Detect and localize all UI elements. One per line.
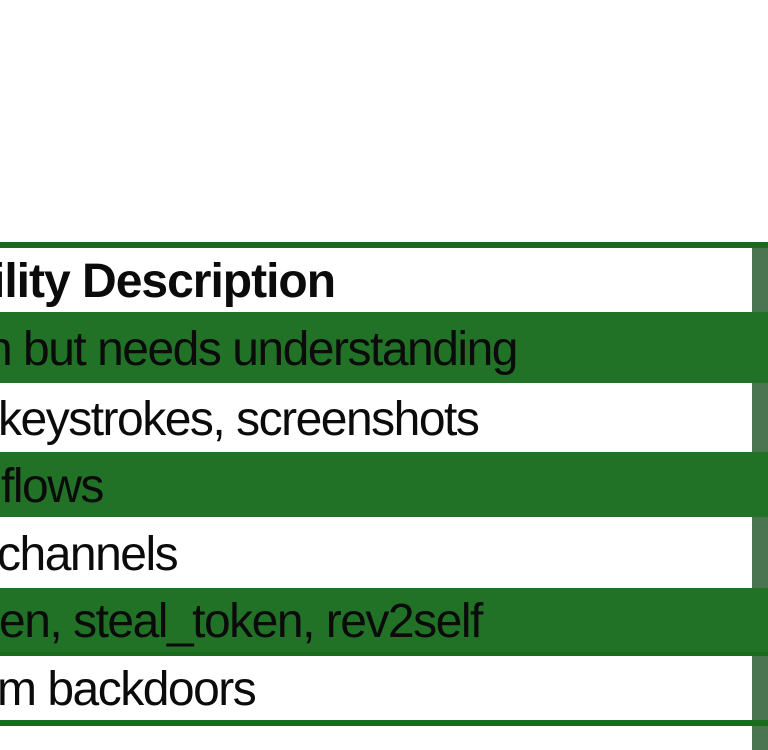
table-header-row: ility Description: [0, 248, 768, 312]
row-label: en, steal_token, rev2self: [0, 595, 483, 648]
table-row: flows: [0, 452, 768, 517]
row-label: keystrokes, screenshots: [0, 392, 480, 446]
table-row: keystrokes, screenshots: [0, 383, 768, 452]
table-row: en, steal_token, rev2self: [0, 588, 768, 652]
table-top-border: [0, 242, 768, 248]
table-row: m backdoors: [0, 656, 768, 720]
header-label: ility Description: [0, 255, 336, 308]
row-label: m backdoors: [0, 663, 257, 716]
last-row-top-border: [0, 652, 768, 656]
table-bottom-border: [0, 720, 768, 726]
row-label: n but needs understanding: [0, 322, 518, 376]
row-label: flows: [1, 459, 104, 513]
table-row: n but needs understanding: [0, 312, 768, 383]
row-label: channels: [0, 527, 179, 581]
table-row: channels: [0, 517, 768, 588]
